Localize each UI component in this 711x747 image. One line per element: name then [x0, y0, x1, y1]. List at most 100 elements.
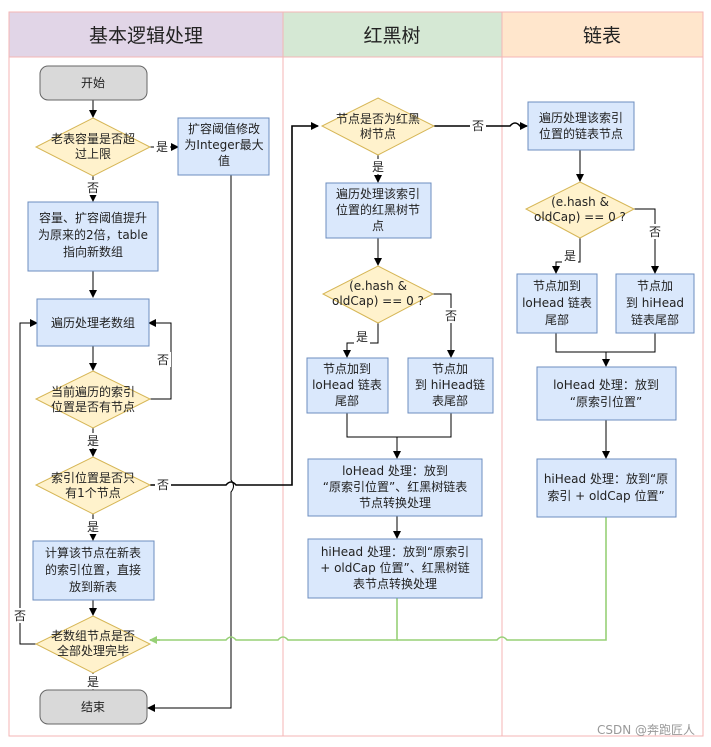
text-line: loHead 链表 — [522, 295, 592, 310]
rb-lo-handle-label: loHead 处理：放到“原索引位置”、红黑树链表节点转换处理 — [323, 463, 467, 510]
text-line: 有1个节点 — [65, 486, 121, 500]
edge-alldone-no-loop — [19, 319, 40, 645]
text-line: (e.hash & — [551, 195, 609, 209]
text-line: 到 hiHead — [626, 296, 684, 310]
text-line: 到 hiHead链 — [415, 377, 485, 392]
list-hi-handle-process — [536, 458, 677, 518]
label-onlyone-no: 否 — [157, 478, 169, 492]
start-terminal — [39, 65, 148, 101]
double-capacity-process — [27, 201, 159, 272]
text-line: 节点加 — [637, 279, 673, 293]
list-lo-tail-process — [516, 273, 598, 334]
edge-setthreshold-to-end — [147, 175, 234, 712]
rb-condition-label: (e.hash &oldCap) == 0 ? — [332, 279, 424, 308]
list-traverse-process — [527, 101, 635, 151]
edge-listcond-no — [634, 208, 659, 274]
text-line: 点 — [372, 219, 384, 233]
text-line: 节点加 — [432, 362, 468, 376]
return-edges — [149, 517, 607, 644]
edge-labels: 是 否 否 是 否 是 否 是 否 是 是 否 是 否 — [12, 118, 663, 689]
capacity-check-decision — [34, 117, 152, 177]
text-line: 容量、扩容阈值提升 — [39, 210, 147, 225]
text-line: 树节点 — [360, 126, 396, 141]
is-rbtree-label: 节点是否为红黑树节点 — [336, 111, 420, 141]
lane-basic-header — [8, 11, 284, 58]
edge-listlo-merge — [555, 333, 606, 353]
has-node-label: 当前遍历的索引位置是否有节点 — [51, 384, 135, 414]
text-line: loHead 处理：放到 — [553, 377, 659, 392]
compute-index-process — [32, 540, 155, 601]
edge-onlyone-to-rbcheck — [150, 122, 319, 486]
text-line: 的索引位置，直接 — [45, 562, 141, 577]
lane-list-title: 链表 — [583, 25, 621, 47]
rb-lo-handle-process — [307, 458, 483, 517]
edges — [19, 100, 659, 712]
label-rbcheck-no: 否 — [472, 119, 484, 133]
traverse-old-label: 遍历处理老数组 — [51, 315, 135, 330]
edge-rbhihandle-to-alldone — [150, 598, 398, 641]
list-lo-handle-process — [536, 366, 677, 421]
text-line: 放到新表 — [69, 579, 117, 594]
text-line: “原索引位置”、红黑树链表 — [323, 479, 467, 494]
label-alldone-yes: 是 — [87, 675, 99, 689]
edge-listhihandle-to-alldone — [397, 517, 607, 641]
text-line: 老表容量是否超 — [51, 131, 135, 146]
text-line: + oldCap 位置”、红黑树链 — [320, 560, 470, 575]
lane-list-header — [501, 11, 704, 58]
text-line: 位置是否有节点 — [51, 399, 135, 414]
text-line: (e.hash & — [349, 279, 407, 293]
label-onlyone-yes: 是 — [87, 520, 99, 534]
text-line: 全部处理完毕 — [57, 643, 129, 658]
text-line: 遍历处理该索引 — [336, 187, 420, 201]
end-label: 结束 — [81, 700, 105, 714]
has-node-decision — [34, 370, 152, 429]
rb-traverse-label: 遍历处理该索引位置的红黑树节点 — [336, 187, 420, 233]
all-done-decision — [34, 615, 152, 674]
text-line: 遍历处理该索引 — [539, 111, 623, 125]
text-line: 指向新数组 — [63, 244, 123, 259]
end-terminal — [39, 689, 148, 725]
nodes: 开始 老表容量是否超过上限 扩容阈值修改为Integer最大值 容量、扩容阈值提… — [27, 65, 695, 725]
capacity-check-label: 老表容量是否超过上限 — [51, 131, 135, 161]
text-line: 过上限 — [75, 147, 111, 161]
set-threshold-process — [177, 117, 270, 176]
text-line: oldCap) == 0 ? — [534, 210, 626, 224]
text-line: 当前遍历的索引 — [51, 384, 135, 399]
label-rbcond-no: 否 — [445, 309, 457, 323]
list-hi-handle-label: hiHead 处理：放到“原索引 + oldCap 位置” — [544, 471, 668, 503]
label-hasnode-no: 否 — [157, 353, 169, 367]
only-one-label: 索引位置是否只有1个节点 — [51, 470, 135, 500]
text-line: 节点加到 — [323, 362, 371, 376]
label-capcheck-yes: 是 — [156, 140, 168, 154]
text-line: hiHead 处理：放到“原索引 — [321, 544, 469, 559]
text-line: 尾部 — [545, 312, 569, 327]
text-line: 链表尾部 — [631, 312, 679, 327]
edge-rbcond-no — [433, 293, 455, 358]
rb-hi-tail-process — [407, 357, 494, 414]
watermark: CSDN @奔跑匠人 — [597, 723, 695, 737]
list-hi-tail-label: 节点加到 hiHead 链表尾部 — [626, 279, 684, 327]
text-line: 表尾部 — [432, 393, 468, 408]
text-line: 值 — [218, 153, 230, 168]
list-hi-tail-process — [615, 273, 695, 334]
rb-lo-tail-process — [306, 357, 389, 414]
text-line: 节点是否为红黑 — [336, 111, 420, 126]
text-line: 表节点转换处理 — [353, 576, 437, 591]
rb-traverse-process — [325, 182, 432, 239]
all-done-label: 老数组节点是否全部处理完毕 — [51, 628, 135, 658]
rb-condition-decision — [321, 265, 435, 324]
text-line: loHead 处理：放到 — [342, 463, 448, 478]
lane-basic-title: 基本逻辑处理 — [89, 25, 203, 47]
text-line: 索引 + oldCap 位置” — [547, 488, 664, 503]
label-hasnode-yes: 是 — [87, 434, 99, 448]
text-line: 计算该节点在新表 — [45, 545, 141, 560]
text-line: “原索引位置” — [570, 394, 642, 409]
text-line: 尾部 — [335, 393, 359, 408]
text-line: hiHead 处理：放到“原 — [544, 471, 668, 486]
edge-rblo-merge — [346, 413, 397, 438]
edge-rbhi-merge — [393, 413, 452, 459]
traverse-old-process — [36, 298, 150, 347]
